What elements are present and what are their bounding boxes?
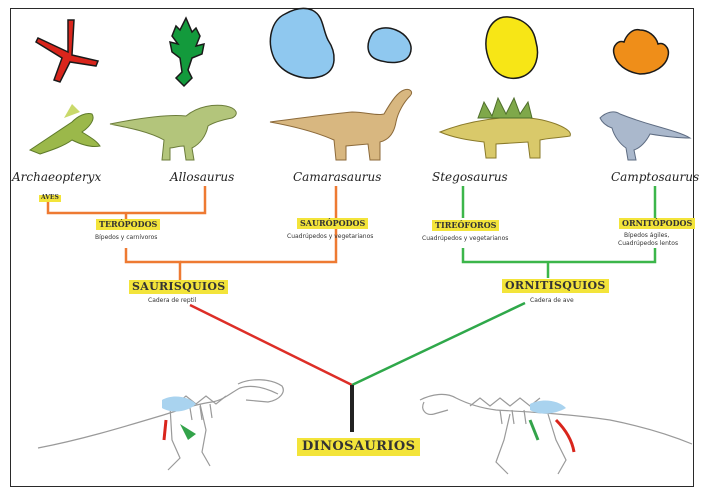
archaeopteryx-illustration [30, 104, 100, 154]
clade-teropodos-description: Bípedos y carnívoros [95, 234, 157, 241]
camarasaurus-illustration [270, 89, 412, 160]
main-branches [190, 303, 525, 432]
clade-tireoforos-description: Cuadrúpedos y vegetarianos [422, 235, 508, 242]
clade-ornitopodos-description-1: Bípedos ágiles, [624, 232, 669, 239]
species-camptosaurus-label: Camptosaurus [611, 170, 699, 184]
saurischian-hip-ischium [180, 424, 196, 440]
clade-sauropodos-tag: SAURÓPODOS [297, 218, 368, 229]
clade-ornitisquios-tag: ORNITISQUIOS [502, 279, 609, 293]
camarasaurus-handprint-icon [368, 28, 411, 63]
allosaurus-footprint-icon [170, 18, 204, 86]
clade-ornitopodos-tag: ORNITÓPODOS [619, 218, 695, 229]
clade-teropodos-tag: TERÓPODOS [96, 219, 160, 230]
clade-ornitopodos-description-2: Cuadrúpedos lentos [618, 240, 678, 247]
camptosaurus-footprint-icon [614, 30, 669, 74]
stegosaurus-illustration [440, 98, 570, 158]
species-archaeopteryx-label: Archaeopteryx [12, 170, 101, 184]
allosaurus-illustration [110, 105, 236, 160]
clade-saurisquios-description: Cadera de reptil [148, 297, 196, 304]
camarasaurus-hindfoot-icon [270, 8, 334, 78]
root-dinosaurios-tag: DINOSAURIOS [297, 438, 420, 456]
clade-saurisquios-tag: SAURISQUIOS [129, 280, 228, 294]
species-stegosaurus-label: Stegosaurus [432, 170, 508, 184]
clade-ornitisquios-description: Cadera de ave [530, 297, 574, 304]
archaeopteryx-footprint-icon [36, 20, 98, 82]
species-camarasaurus-label: Camarasaurus [293, 170, 381, 184]
saurischian-hip-ilium [162, 397, 196, 412]
camptosaurus-illustration [600, 112, 690, 160]
clade-sauropodos-description: Cuadrúpedos y vegetarianos [287, 233, 373, 240]
saurischian-hip-pubis [164, 420, 166, 440]
species-allosaurus-label: Allosaurus [170, 170, 234, 184]
ornithischian-hip-pubis [556, 420, 574, 452]
ornithischian-hip-ischium [530, 420, 538, 440]
clade-tireoforos-tag: TIREÓFOROS [432, 220, 499, 231]
saurischian-skeleton-illustration [38, 380, 283, 470]
stegosaurus-footprint-icon [486, 17, 538, 78]
clade-aves-tag: AVES [39, 195, 61, 202]
ornithischian-hip-ilium [530, 401, 566, 414]
